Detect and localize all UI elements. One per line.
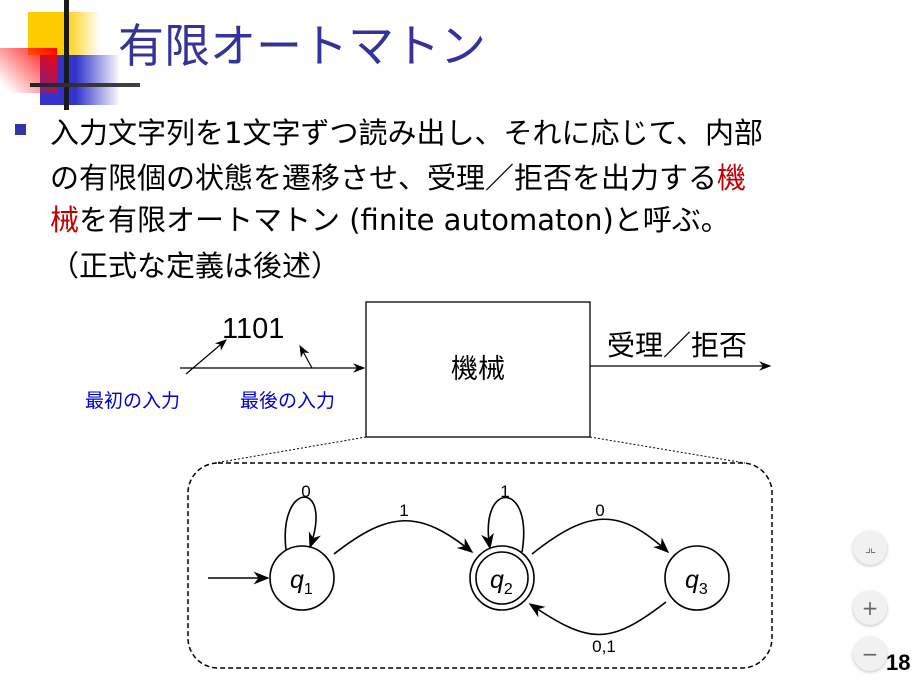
last-input-label: 最後の入力: [240, 390, 335, 412]
machine-box: [365, 301, 591, 438]
state-q3: [664, 545, 730, 611]
zoom-line: [214, 436, 367, 464]
label-q2-loop: 1: [500, 482, 509, 501]
body-text: の有限個の状態を遷移させ、受理／拒否を出力する: [50, 161, 718, 195]
logo: [0, 0, 140, 110]
transition-q3-q2: [528, 601, 667, 636]
page-number: 18: [886, 650, 911, 675]
state-q3-label: q3: [685, 566, 708, 598]
state-q2-accept-ring: [475, 551, 529, 605]
transition-q1-loop: [284, 496, 321, 551]
body-line: 入力文字列を1文字ずつ読み出し、それに応じて、内部: [50, 116, 764, 150]
fit-page-button[interactable]: ⌟⌞: [853, 531, 887, 565]
transition-q1-q2: [333, 520, 474, 555]
state-q2-label: q2: [490, 566, 513, 598]
transition-q2-q3: [531, 518, 670, 555]
body-text: を有限オートマトン (finite automaton)と呼ぶ。: [79, 203, 730, 237]
first-input-label: 最初の入力: [85, 390, 180, 412]
collapse-icon: ⌟⌞: [864, 540, 876, 556]
zoom-line: [589, 436, 746, 464]
input-string: 1101: [222, 313, 284, 345]
zoom-out-button[interactable]: −: [853, 637, 887, 671]
last-input-pointer: [299, 344, 313, 369]
zoom-in-button[interactable]: +: [853, 591, 887, 625]
bullet-icon: [15, 124, 26, 135]
highlight-text: 械: [50, 203, 80, 237]
machine-label: 機械: [451, 354, 505, 384]
body-line: の有限個の状態を遷移させ、受理／拒否を出力する機: [50, 155, 746, 197]
label-q3-q2: 0,1: [592, 637, 616, 656]
minus-icon: −: [861, 642, 879, 666]
automaton-frame: [187, 462, 773, 669]
transition-q2-loop: [481, 496, 525, 553]
body-line: （正式な定義は後述）: [50, 249, 341, 283]
output-label: 受理／拒否: [607, 330, 747, 361]
label-q2-q3: 0: [595, 501, 604, 520]
state-q1: [269, 545, 335, 611]
state-q2: [469, 545, 535, 611]
highlight-text: 機: [717, 161, 747, 195]
first-input-pointer: [185, 339, 227, 375]
label-q1-q2: 1: [399, 501, 408, 520]
plus-icon: +: [861, 596, 879, 620]
slide-title: 有限オートマトン: [118, 19, 486, 73]
body-line: 械を有限オートマトン (finite automaton)と呼ぶ。: [50, 197, 730, 239]
label-q1-loop: 0: [301, 482, 310, 501]
state-q1-label: q1: [290, 566, 313, 598]
